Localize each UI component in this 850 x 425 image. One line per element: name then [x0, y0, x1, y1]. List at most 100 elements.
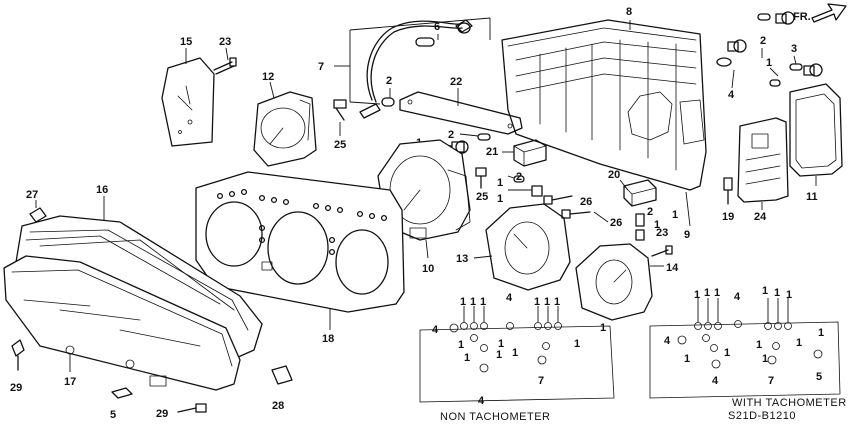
callout-25-left: 25 [334, 139, 346, 151]
inset-non-tach [419, 306, 615, 403]
front-direction-label: FR. [793, 11, 811, 23]
callout-nt-4b: 4 [432, 324, 439, 336]
callout-wt-1i: 1 [724, 347, 730, 359]
rear-cover-11 [789, 83, 843, 186]
callout-wt-1d: 1 [762, 285, 768, 297]
lens-17 [3, 255, 241, 391]
callout-15: 15 [180, 36, 192, 48]
callout-23-lower: 23 [656, 227, 668, 239]
gauge-14 [575, 243, 664, 321]
callout-wt-4c: 4 [712, 375, 719, 387]
callout-28: 28 [272, 400, 284, 412]
callout-22: 22 [450, 76, 462, 88]
callout-23-top: 23 [219, 36, 231, 48]
screw-23-lower [651, 245, 673, 257]
caption-with-tach: WITH TACHOMETER [732, 397, 847, 409]
callout-nt-1i: 1 [498, 338, 504, 350]
callout-nt-7: 7 [538, 375, 544, 387]
figure-code: S21D-B1210 [728, 410, 796, 422]
callout-3: 3 [791, 43, 797, 55]
callout-wt-1f: 1 [786, 289, 792, 301]
callout-2-lower: 2 [516, 171, 522, 183]
callout-wt-1k: 1 [796, 337, 802, 349]
callout-nt-1h: 1 [458, 339, 464, 351]
callout-2-mid: 2 [448, 129, 454, 141]
bulbs-26-area [635, 213, 645, 241]
callout-14: 14 [666, 262, 679, 274]
callout-nt-4c: 4 [478, 395, 485, 407]
bulbs-right-top [716, 11, 823, 87]
callout-26-b: 26 [610, 217, 622, 229]
callout-29-left: 29 [10, 382, 22, 394]
screw-29-left [11, 339, 25, 371]
callout-2-b26: 2 [647, 206, 653, 218]
callout-1-b26: 1 [672, 209, 678, 221]
front-direction-arrow: FR. [793, 3, 847, 23]
callout-1-lower-b: 1 [497, 193, 503, 205]
callout-1-right: 1 [766, 57, 772, 69]
callout-26-a: 26 [580, 196, 592, 208]
callout-6: 6 [434, 21, 440, 33]
callout-nt-1l: 1 [512, 347, 518, 359]
callout-nt-1m: 1 [496, 349, 502, 361]
inset-with-tach [649, 298, 841, 399]
screw-23-top [213, 57, 237, 75]
callout-11: 11 [806, 191, 818, 203]
callout-9: 9 [684, 229, 690, 241]
callout-1-lower: 1 [497, 177, 503, 189]
callout-nt-1j: 1 [574, 338, 580, 350]
callout-wt-1b: 1 [704, 287, 710, 299]
callout-nt-1b: 1 [470, 296, 476, 308]
callout-nt-1a: 1 [460, 296, 466, 308]
meter-plate-15 [161, 48, 215, 147]
callout-25-right: 25 [476, 191, 488, 203]
bulbs-mid-lower [507, 175, 543, 197]
callout-10: 10 [422, 263, 434, 275]
relay-21 [502, 139, 547, 167]
callout-4-right: 4 [728, 89, 735, 101]
screw-29-bottom [177, 403, 207, 413]
callout-2-cable: 2 [386, 75, 392, 87]
callout-wt-7: 7 [768, 375, 774, 387]
callout-1-b26-b: 1 [654, 219, 660, 231]
callout-7: 7 [318, 61, 324, 73]
circuit-board-24 [737, 117, 789, 210]
relay-20 [619, 179, 657, 207]
callout-wt-4a: 4 [734, 291, 741, 303]
callout-nt-1k: 1 [464, 352, 470, 364]
callout-12: 12 [262, 71, 274, 83]
callout-8: 8 [626, 6, 632, 18]
callout-wt-4b: 4 [664, 335, 671, 347]
callout-wt-1a: 1 [694, 289, 700, 301]
callout-18: 18 [322, 333, 334, 345]
bulb-2-cable [381, 97, 395, 107]
callout-wt-1j: 1 [756, 339, 762, 351]
harness-bracket-7 [334, 17, 491, 119]
callout-wt-1e: 1 [774, 287, 780, 299]
screw-25-left [333, 99, 347, 121]
callout-29-bottom: 29 [156, 408, 168, 420]
clip-28 [271, 365, 293, 385]
callout-24: 24 [754, 211, 767, 223]
callout-20: 20 [608, 169, 620, 181]
callout-13: 13 [456, 253, 468, 265]
callout-nt-1f: 1 [554, 296, 560, 308]
callout-wt-1h: 1 [684, 353, 690, 365]
meter-mask-18 [195, 171, 405, 330]
callout-wt-1c: 1 [714, 287, 720, 299]
caption-non-tach: NON TACHOMETER [440, 411, 551, 423]
callout-nt-1e: 1 [544, 296, 550, 308]
callout-wt-5: 5 [816, 371, 822, 383]
gauge-13 [473, 203, 571, 291]
bracket-22 [399, 88, 523, 135]
screw-19 [723, 177, 733, 205]
callout-27: 27 [26, 189, 38, 201]
screw-25-right [475, 167, 487, 189]
callout-21: 21 [486, 146, 498, 158]
callout-19: 19 [722, 211, 734, 223]
callout-nt-1d: 1 [534, 296, 540, 308]
clip-27 [29, 200, 47, 223]
callout-2-right: 2 [760, 35, 766, 47]
gauge-12 [253, 81, 317, 167]
